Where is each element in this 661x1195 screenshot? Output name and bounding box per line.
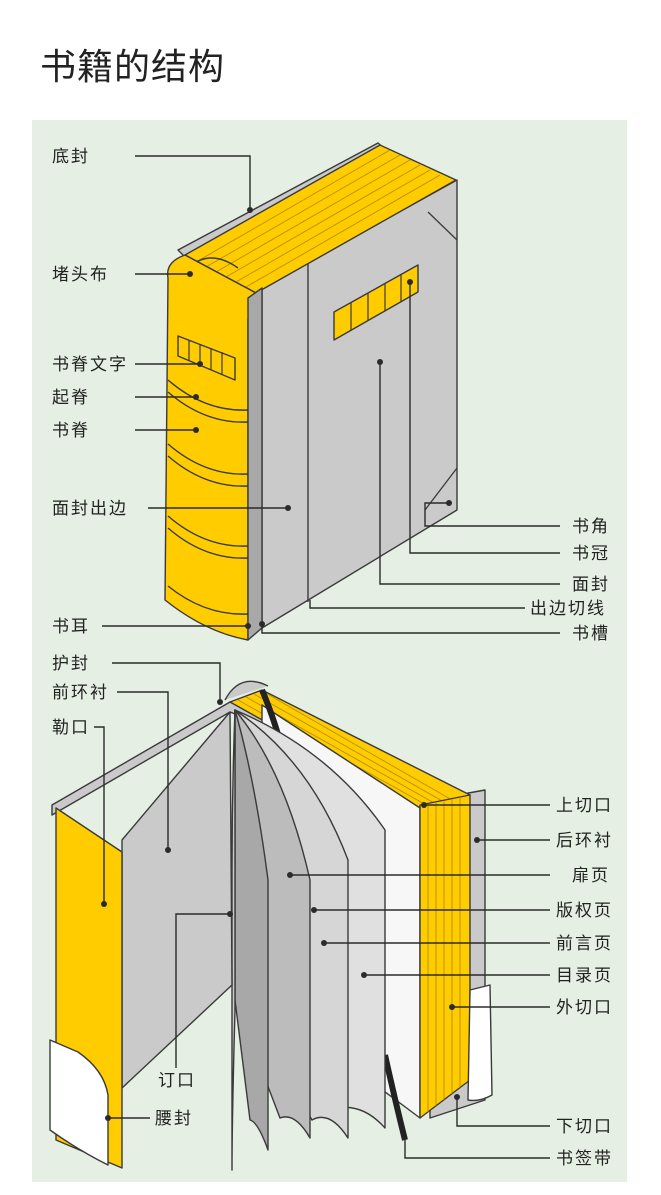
label-belly-band: 腰封 <box>155 1109 193 1129</box>
label-gutter: 订口 <box>158 1071 196 1091</box>
label-bookmark-ribbon: 书签带 <box>556 1149 613 1169</box>
label-book-crown: 书冠 <box>572 544 610 564</box>
label-preface-page: 前言页 <box>556 934 613 954</box>
fore-edge <box>419 794 471 1119</box>
front-endpaper <box>121 711 233 1089</box>
spine-title-box <box>177 335 236 381</box>
belly-band-back <box>467 984 493 1102</box>
open-book <box>49 680 493 1171</box>
fore-edge-lines <box>427 797 461 1118</box>
label-copyright-page: 版权页 <box>556 901 613 921</box>
cover-title-box <box>333 264 419 341</box>
label-book-corner: 书角 <box>572 517 610 537</box>
label-back-cover: 底封 <box>52 147 90 167</box>
label-dust-jacket: 护封 <box>52 654 90 674</box>
cover-title-divisions <box>350 275 402 330</box>
spine <box>164 254 257 641</box>
page-title-page <box>234 709 269 1151</box>
label-joint-groove: 书槽 <box>572 624 610 644</box>
label-cover-overhang: 面封出边 <box>52 499 128 519</box>
page-title: 书籍的结构 <box>40 47 226 88</box>
label-front-cover: 面封 <box>572 575 610 595</box>
label-title-page: 扉页 <box>572 866 610 886</box>
front-hinge <box>247 287 263 641</box>
label-fore-edge: 外切口 <box>556 998 613 1018</box>
label-top-edge: 上切口 <box>556 796 613 816</box>
label-raised-bands: 起脊 <box>52 388 90 408</box>
labels: 底封 堵头布 书脊文字 起脊 书脊 面封出边 书耳 书角 书冠 面封 出边切线 … <box>52 147 613 1169</box>
page-lines <box>195 149 441 288</box>
label-back-endpaper: 后环衬 <box>556 831 613 851</box>
label-headband: 堵头布 <box>52 265 109 285</box>
label-jacket-flap: 勒口 <box>52 718 90 738</box>
open-headband <box>224 680 269 701</box>
label-bottom-edge: 下切口 <box>556 1117 613 1137</box>
leaders <box>94 155 560 1159</box>
bookmark-ribbon-bottom <box>382 1054 408 1141</box>
label-front-endpaper: 前环衬 <box>52 683 109 703</box>
label-book-ear: 书耳 <box>52 617 90 637</box>
label-spine-text: 书脊文字 <box>52 355 128 375</box>
label-contents-page: 目录页 <box>556 966 613 986</box>
top-corner-fold <box>427 211 458 241</box>
label-spine: 书脊 <box>52 421 90 441</box>
raised-bands <box>167 379 249 615</box>
page-endpaper-fly <box>231 709 236 1171</box>
label-overhang-cut-line: 出边切线 <box>530 599 606 619</box>
belly-band <box>49 1039 109 1166</box>
closed-book <box>164 142 458 641</box>
